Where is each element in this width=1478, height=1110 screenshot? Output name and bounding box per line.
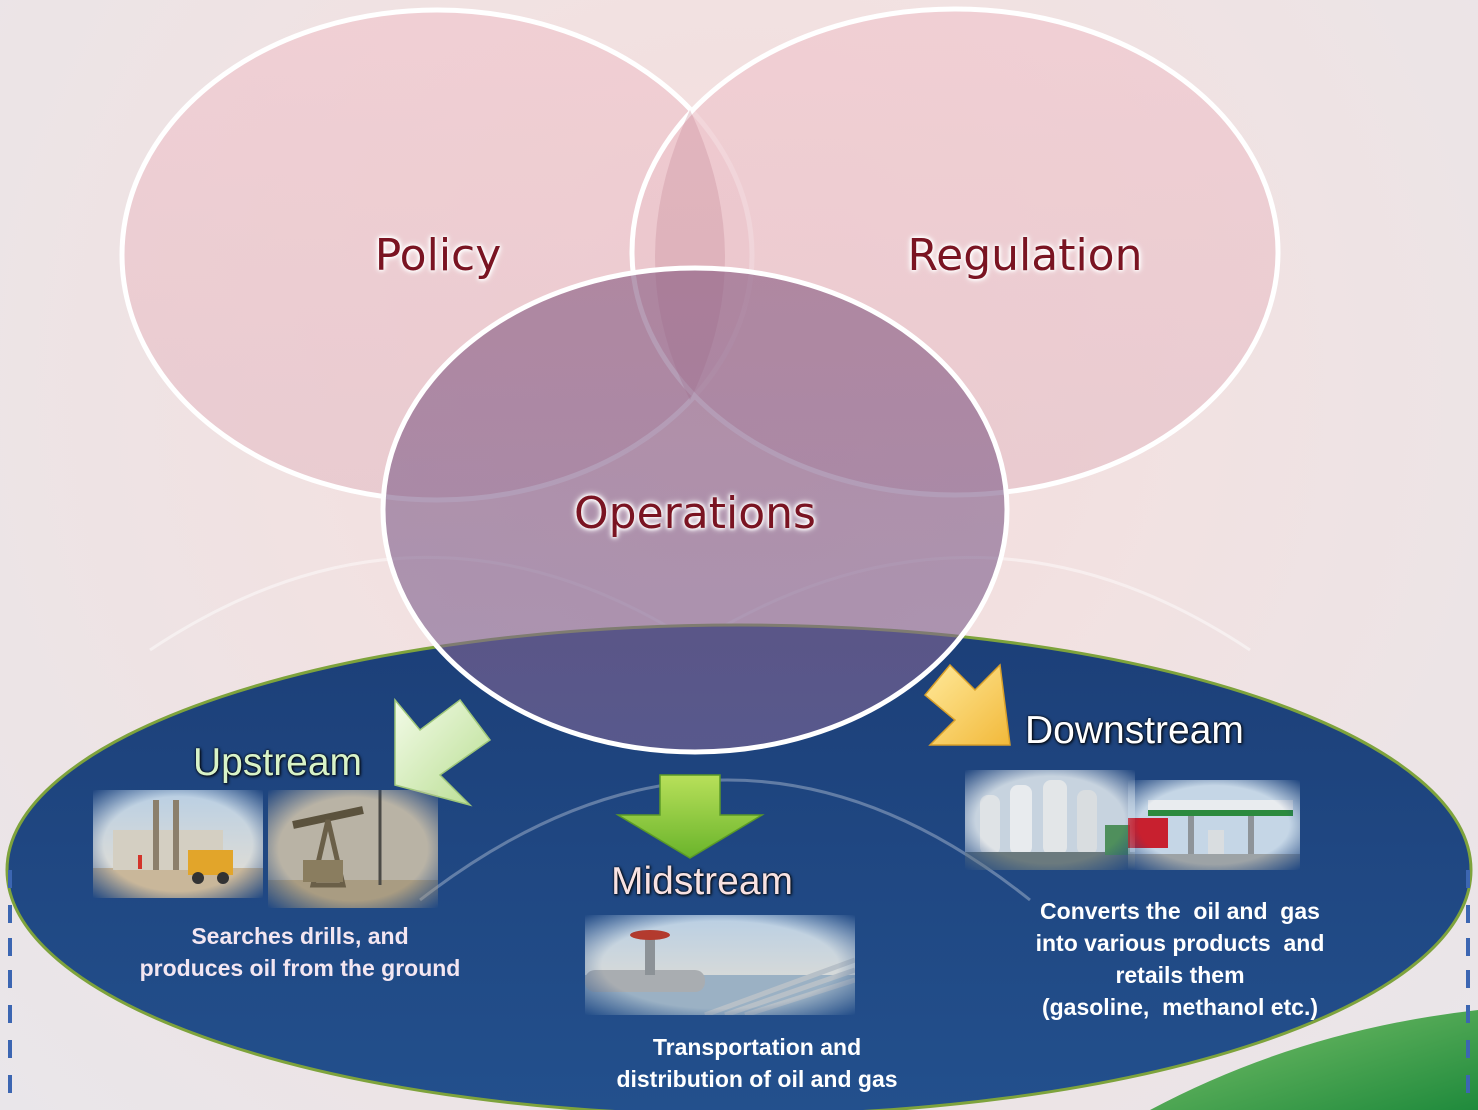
upstream-description-line: Searches drills, and: [191, 923, 409, 949]
upstream-label: Upstream: [193, 741, 363, 784]
downstream-refinery-photo: [965, 770, 1135, 870]
regulation-label: Regulation: [907, 230, 1143, 281]
midstream-pipeline-photo: [585, 915, 855, 1015]
policy-label: Policy: [374, 230, 502, 281]
upstream-pumpjack-photo: [268, 790, 438, 908]
downstream-station-photo: [1128, 780, 1300, 870]
downstream-description: Converts the oil and gas into various pr…: [980, 895, 1380, 1023]
operations-label: Operations: [574, 488, 816, 539]
arrow-down-icon: [615, 774, 765, 859]
midstream-description: Transportation and distribution of oil a…: [557, 1031, 957, 1095]
downstream-description-line: into various products and: [1035, 930, 1325, 956]
midstream-description-line: Transportation and: [652, 1034, 862, 1060]
downstream-description-line: Converts the oil and gas: [1040, 898, 1320, 924]
inner-arc: [419, 778, 1031, 902]
downstream-description-line: (gasoline, methanol etc.): [1041, 994, 1319, 1020]
midstream-label: Midstream: [611, 860, 794, 903]
arrow-down-right-icon: [923, 663, 1011, 746]
downstream-description-line: retails them: [1115, 962, 1245, 988]
upstream-description-line: produces oil from the ground: [139, 955, 461, 981]
downstream-label: Downstream: [1025, 709, 1244, 752]
upstream-description: Searches drills, and produces oil from t…: [100, 920, 500, 984]
midstream-description-line: distribution of oil and gas: [616, 1066, 898, 1092]
operations-circle: [380, 265, 1010, 755]
upstream-drilling-photo: [93, 790, 263, 898]
green-swoosh: [1150, 1010, 1478, 1110]
